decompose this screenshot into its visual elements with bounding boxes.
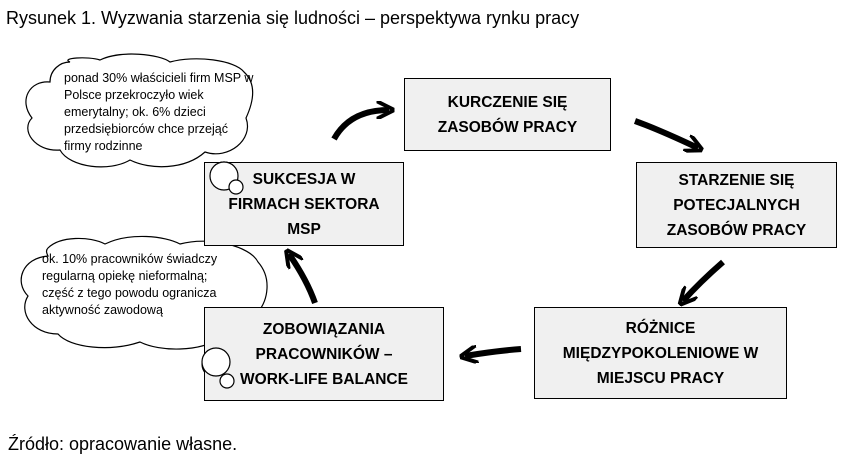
box-roznice-miedzypokoleniowe: RÓŻNICE MIĘDZYPOKOLENIOWE W MIEJSCU PRAC… [534,307,787,399]
cloud-care-text: ok. 10% pracowników świadczy regularną o… [42,252,218,317]
box-sukcesja-msp: SUKCESJA W FIRMACH SEKTORA MSP [204,162,404,246]
box-zobowiazania-pracownikow: ZOBOWIĄZANIA PRACOWNIKÓW – WORK-LIFE BAL… [204,307,444,401]
arrow-roznice-to-zobowiazania [465,349,522,356]
box-sukcesja-label: SUKCESJA W FIRMACH SEKTORA MSP [228,170,380,238]
box-zobowiazania-label: ZOBOWIĄZANIA PRACOWNIKÓW – WORK-LIFE BAL… [240,320,408,388]
arrow-starzenie-to-roznice [683,259,725,301]
box-roznice-label: RÓŻNICE MIĘDZYPOKOLENIOWE W MIEJSCU PRAC… [562,319,759,387]
box-starzenie-zasobow: STARZENIE SIĘ POTECJALNYCH ZASOBÓW PRACY [636,162,837,248]
box-kurczenie-label: KURCZENIE SIĘ ZASOBÓW PRACY [437,93,578,136]
arrow-sukcesja-to-kurczenie [331,110,389,141]
box-kurczenie-zasobow: KURCZENIE SIĘ ZASOBÓW PRACY [404,78,611,151]
figure-title: Rysunek 1. Wyzwania starzenia się ludnoś… [6,8,580,28]
figure-source: Źródło: opracowanie własne. [8,434,238,454]
cloud-msp-text: ponad 30% właścicieli firm MSP w Polsce … [64,71,254,153]
box-starzenie-label: STARZENIE SIĘ POTECJALNYCH ZASOBÓW PRACY [666,171,807,239]
arrow-zobowiazania-to-sukcesja [289,254,318,305]
arrow-kurczenie-to-starzenie [633,118,698,148]
